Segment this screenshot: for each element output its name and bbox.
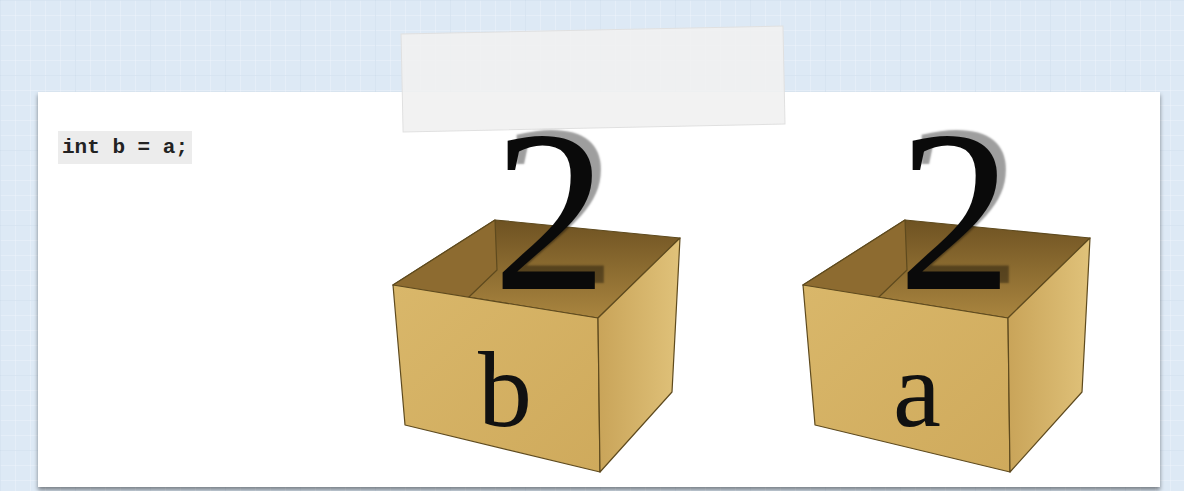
value-holder: 2 — [898, 97, 1013, 327]
stored-value: 2 — [898, 97, 1013, 327]
variable-name: a — [893, 336, 941, 444]
white-panel — [38, 92, 1160, 487]
code-label-holder: int b = a; — [58, 131, 192, 164]
name-holder: a — [893, 336, 941, 444]
name-holder: b — [478, 336, 532, 444]
box-side-face — [598, 238, 680, 472]
variable-box: 2b — [385, 120, 690, 480]
variable-box: 2a — [795, 120, 1100, 480]
box-side-face — [1008, 238, 1090, 472]
value-holder: 2 — [493, 97, 608, 327]
stored-value: 2 — [493, 97, 608, 327]
variable-name: b — [478, 336, 532, 444]
code-line: int b = a; — [58, 131, 192, 164]
